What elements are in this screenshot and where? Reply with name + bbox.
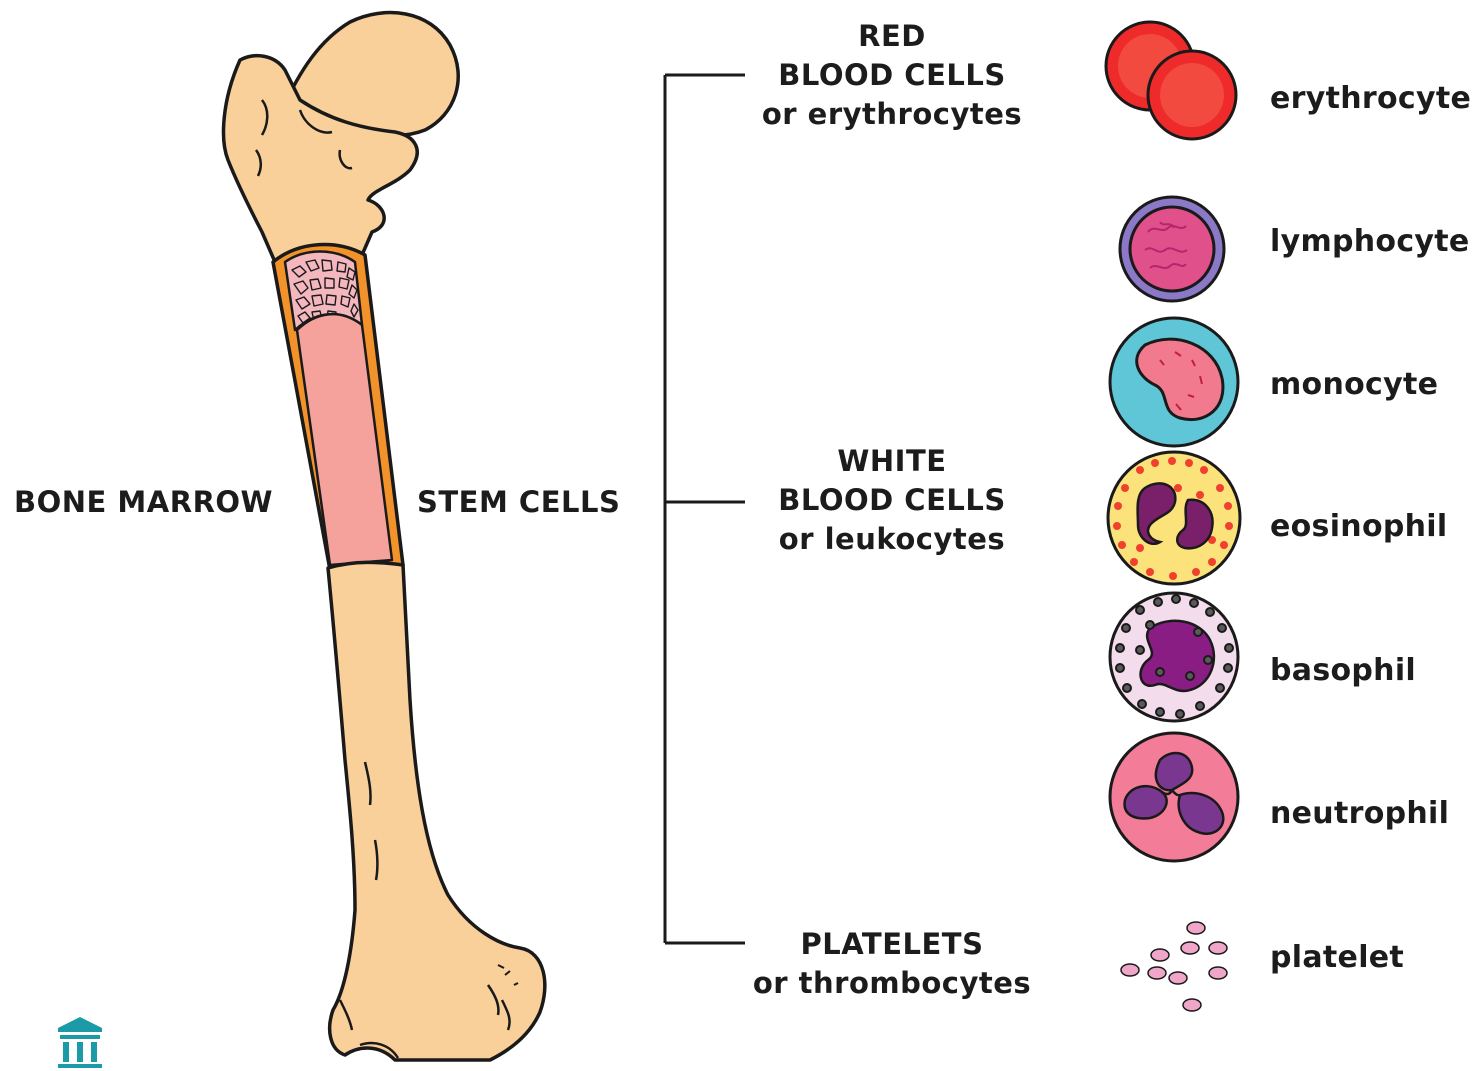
- bracket: [665, 75, 745, 943]
- erythrocyte-illustration: [1106, 22, 1236, 139]
- group-line: BLOOD CELLS: [756, 481, 1028, 520]
- monocyte-illustration: [1110, 318, 1238, 446]
- group-line: or leukocytes: [756, 520, 1028, 559]
- eosinophil-illustration: [1108, 452, 1240, 584]
- femur-illustration: [224, 13, 545, 1060]
- basophil-illustration: [1110, 593, 1238, 721]
- femur-lower-shaft: [328, 562, 545, 1060]
- cell-name-basophil: basophil: [1270, 653, 1416, 689]
- cell-name-monocyte: monocyte: [1270, 367, 1438, 403]
- group-line: or thrombocytes: [746, 964, 1038, 1003]
- group-line: WHITE: [756, 442, 1028, 481]
- stem-cells-label: STEM CELLS: [417, 483, 620, 522]
- platelets-group: PLATELETS or thrombocytes: [746, 925, 1038, 1003]
- group-line: PLATELETS: [746, 925, 1038, 964]
- group-line: RED: [756, 17, 1028, 56]
- cell-name-eosinophil: eosinophil: [1270, 509, 1447, 545]
- neutrophil-illustration: [1110, 733, 1238, 861]
- cell-name-lymphocyte: lymphocyte: [1270, 224, 1470, 260]
- white-blood-cells-group: WHITE BLOOD CELLS or leukocytes: [756, 442, 1028, 559]
- cell-name-erythrocyte: erythrocyte: [1270, 81, 1471, 117]
- group-line: or erythrocytes: [756, 95, 1028, 134]
- cell-name-platelet: platelet: [1270, 940, 1404, 976]
- institution-icon: [58, 1017, 102, 1068]
- cell-name-neutrophil: neutrophil: [1270, 796, 1449, 832]
- group-line: BLOOD CELLS: [756, 56, 1028, 95]
- red-blood-cells-group: RED BLOOD CELLS or erythrocytes: [756, 17, 1028, 134]
- lymphocyte-illustration: [1120, 197, 1224, 301]
- platelet-illustration: [1121, 922, 1227, 1011]
- bone-marrow-label: BONE MARROW: [14, 483, 273, 522]
